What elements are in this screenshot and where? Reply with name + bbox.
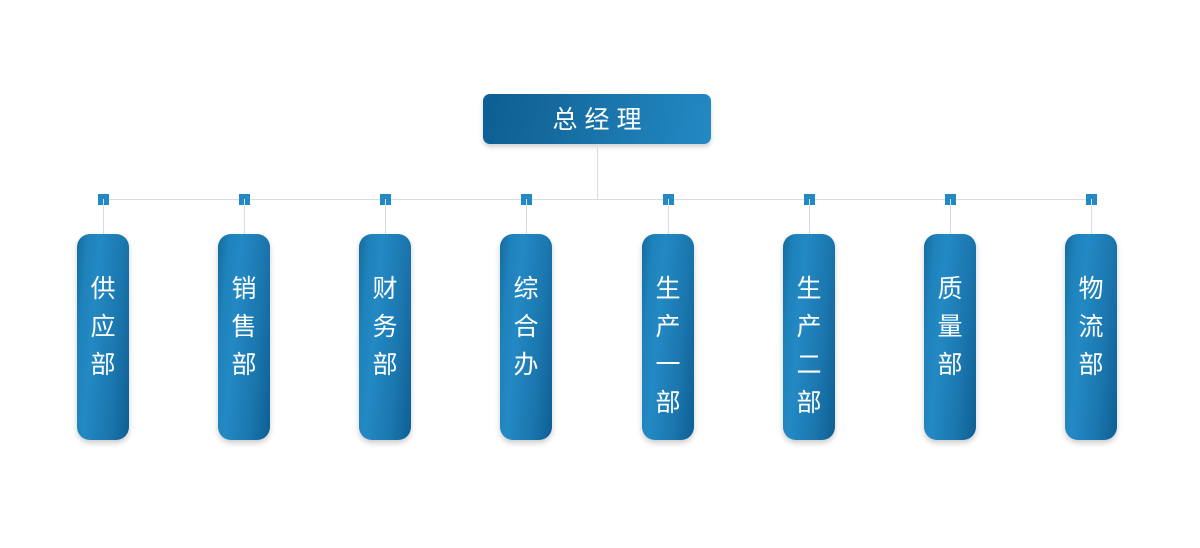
org-node-label: 财 务 部 [372,274,398,379]
connector-drop-production-department-1 [668,199,669,235]
org-node-label: 物 流 部 [1078,274,1104,379]
org-node-quality-department[interactable]: 质 量 部 [924,234,976,440]
org-node-general-affairs-office[interactable]: 综 合 办 [500,234,552,440]
org-node-label: 质 量 部 [937,274,963,379]
org-node-production-department-2[interactable]: 生 产 二 部 [783,234,835,440]
connector-trunk-vertical [597,144,598,199]
connector-drop-quality-department [950,199,951,235]
connector-drop-logistics-department [1091,199,1092,235]
connector-drop-supply-department [103,199,104,235]
org-node-supply-department[interactable]: 供 应 部 [77,234,129,440]
org-node-label: 总经理 [552,104,649,134]
org-node-label: 供 应 部 [90,274,116,379]
org-node-general-manager[interactable]: 总经理 [483,94,711,144]
org-node-production-department-1[interactable]: 生 产 一 部 [642,234,694,440]
connector-drop-production-department-2 [809,199,810,235]
connector-drop-sales-department [244,199,245,235]
org-node-label: 生 产 一 部 [655,274,681,417]
org-node-sales-department[interactable]: 销 售 部 [218,234,270,440]
connector-drop-finance-department [385,199,386,235]
org-node-label: 生 产 二 部 [796,274,822,417]
org-node-label: 销 售 部 [231,274,257,379]
org-node-logistics-department[interactable]: 物 流 部 [1065,234,1117,440]
org-node-finance-department[interactable]: 财 务 部 [359,234,411,440]
org-node-label: 综 合 办 [513,274,539,379]
connector-bus-horizontal [103,199,1092,200]
connector-drop-general-affairs-office [526,199,527,235]
